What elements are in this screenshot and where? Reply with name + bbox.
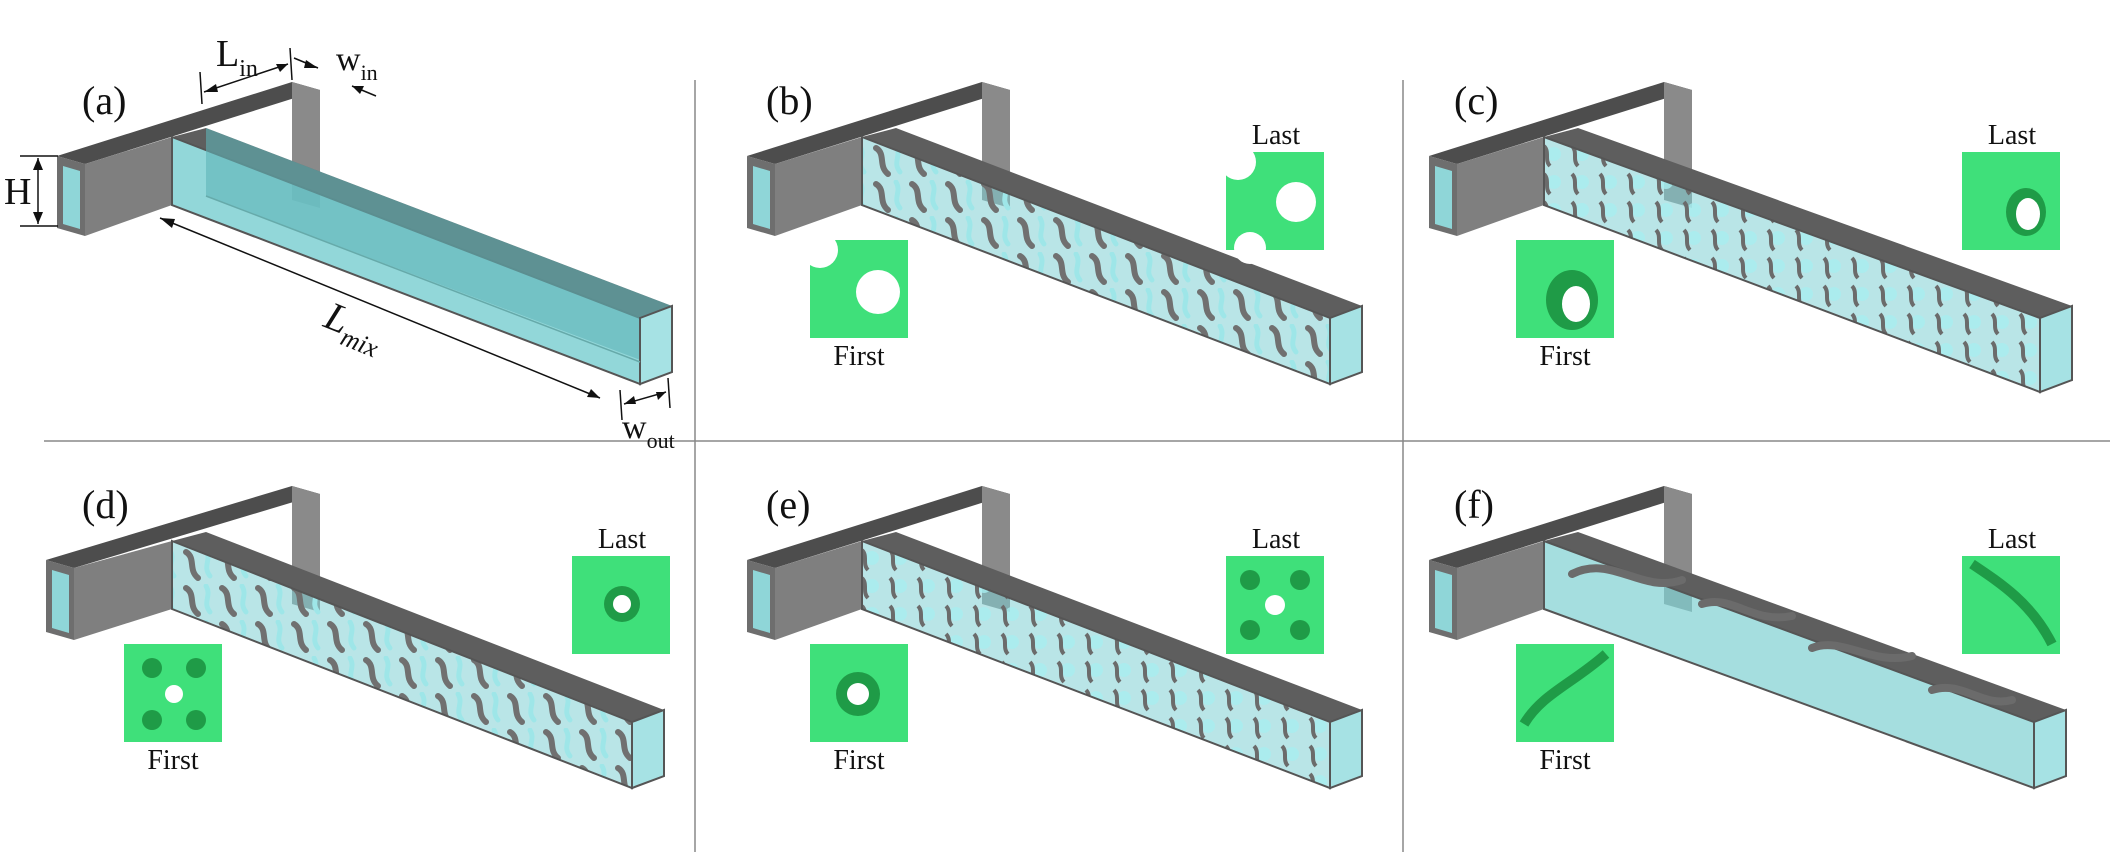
last-label-d: Last <box>598 524 646 555</box>
channel-render-c <box>1429 82 2073 394</box>
panel-b: (b) Last First <box>747 78 1363 386</box>
thumb-first-c: First <box>1516 240 1614 372</box>
panel-label-d: (d) <box>82 482 129 527</box>
channel-end <box>639 304 673 386</box>
svg-text:wout: wout <box>622 409 675 453</box>
svg-text:Lmix: Lmix <box>315 292 391 363</box>
panel-label-f: (f) <box>1454 482 1494 527</box>
thumb-last-c: Last <box>1962 120 2060 250</box>
channel-render-b <box>747 82 1363 386</box>
first-label-b: First <box>833 341 885 372</box>
thumb-first-b: First <box>802 232 908 372</box>
thumb-last-d: Last <box>572 524 670 654</box>
panel-label-b: (b) <box>766 78 813 123</box>
panel-c: (c) Last First <box>1429 78 2073 394</box>
dim-H: H <box>4 155 58 227</box>
panel-label-e: (e) <box>766 482 810 527</box>
svg-text:Lin: Lin <box>216 33 258 82</box>
inlet-body <box>85 137 172 236</box>
w-out-main: w <box>622 409 647 446</box>
thumb-first-d: First <box>124 644 222 776</box>
channel-render-d <box>46 486 665 790</box>
last-label-b: Last <box>1252 120 1300 151</box>
inlet-opening <box>63 166 80 229</box>
panel-f: (f) Last First <box>1429 482 2067 790</box>
channel-right-wall <box>206 128 672 372</box>
last-label-f: Last <box>1988 524 2036 555</box>
dim-L-mix: Lmix <box>159 217 601 399</box>
thumb-last-b: Last <box>1220 120 1324 264</box>
thumb-first-f: First <box>1516 644 1614 776</box>
last-label-c: Last <box>1988 120 2036 151</box>
w-in-main: w <box>336 41 361 78</box>
dim-w-in: win <box>293 41 378 97</box>
panel-label-a: (a) <box>82 78 126 123</box>
panel-e: (e) Last First <box>747 482 1363 790</box>
thumb-last-e: Last <box>1226 524 1324 654</box>
channel-inner-edge <box>205 195 641 363</box>
thumb-last-f: Last <box>1962 524 2060 654</box>
L-in-main: L <box>216 33 239 75</box>
w-in-sub: in <box>361 60 378 85</box>
first-label-f: First <box>1539 745 1591 776</box>
panel-a: (a) Lin win <box>4 33 675 453</box>
inlet-top <box>57 82 320 164</box>
panel-d: (d) Last First <box>46 482 670 790</box>
channel-render-f <box>1429 486 2067 790</box>
svg-text:win: win <box>336 41 378 85</box>
w-out-sub: out <box>647 428 675 453</box>
thumb-first-e: First <box>810 644 908 776</box>
panel-label-c: (c) <box>1454 78 1498 123</box>
dim-L-in: Lin <box>199 33 293 105</box>
H-label: H <box>4 171 31 213</box>
dim-w-out: wout <box>619 377 675 453</box>
channel-render-e <box>747 486 1363 790</box>
first-label-e: First <box>833 745 885 776</box>
last-label-e: Last <box>1252 524 1300 555</box>
first-label-c: First <box>1539 341 1591 372</box>
L-in-sub: in <box>239 56 258 82</box>
first-label-d: First <box>147 745 199 776</box>
